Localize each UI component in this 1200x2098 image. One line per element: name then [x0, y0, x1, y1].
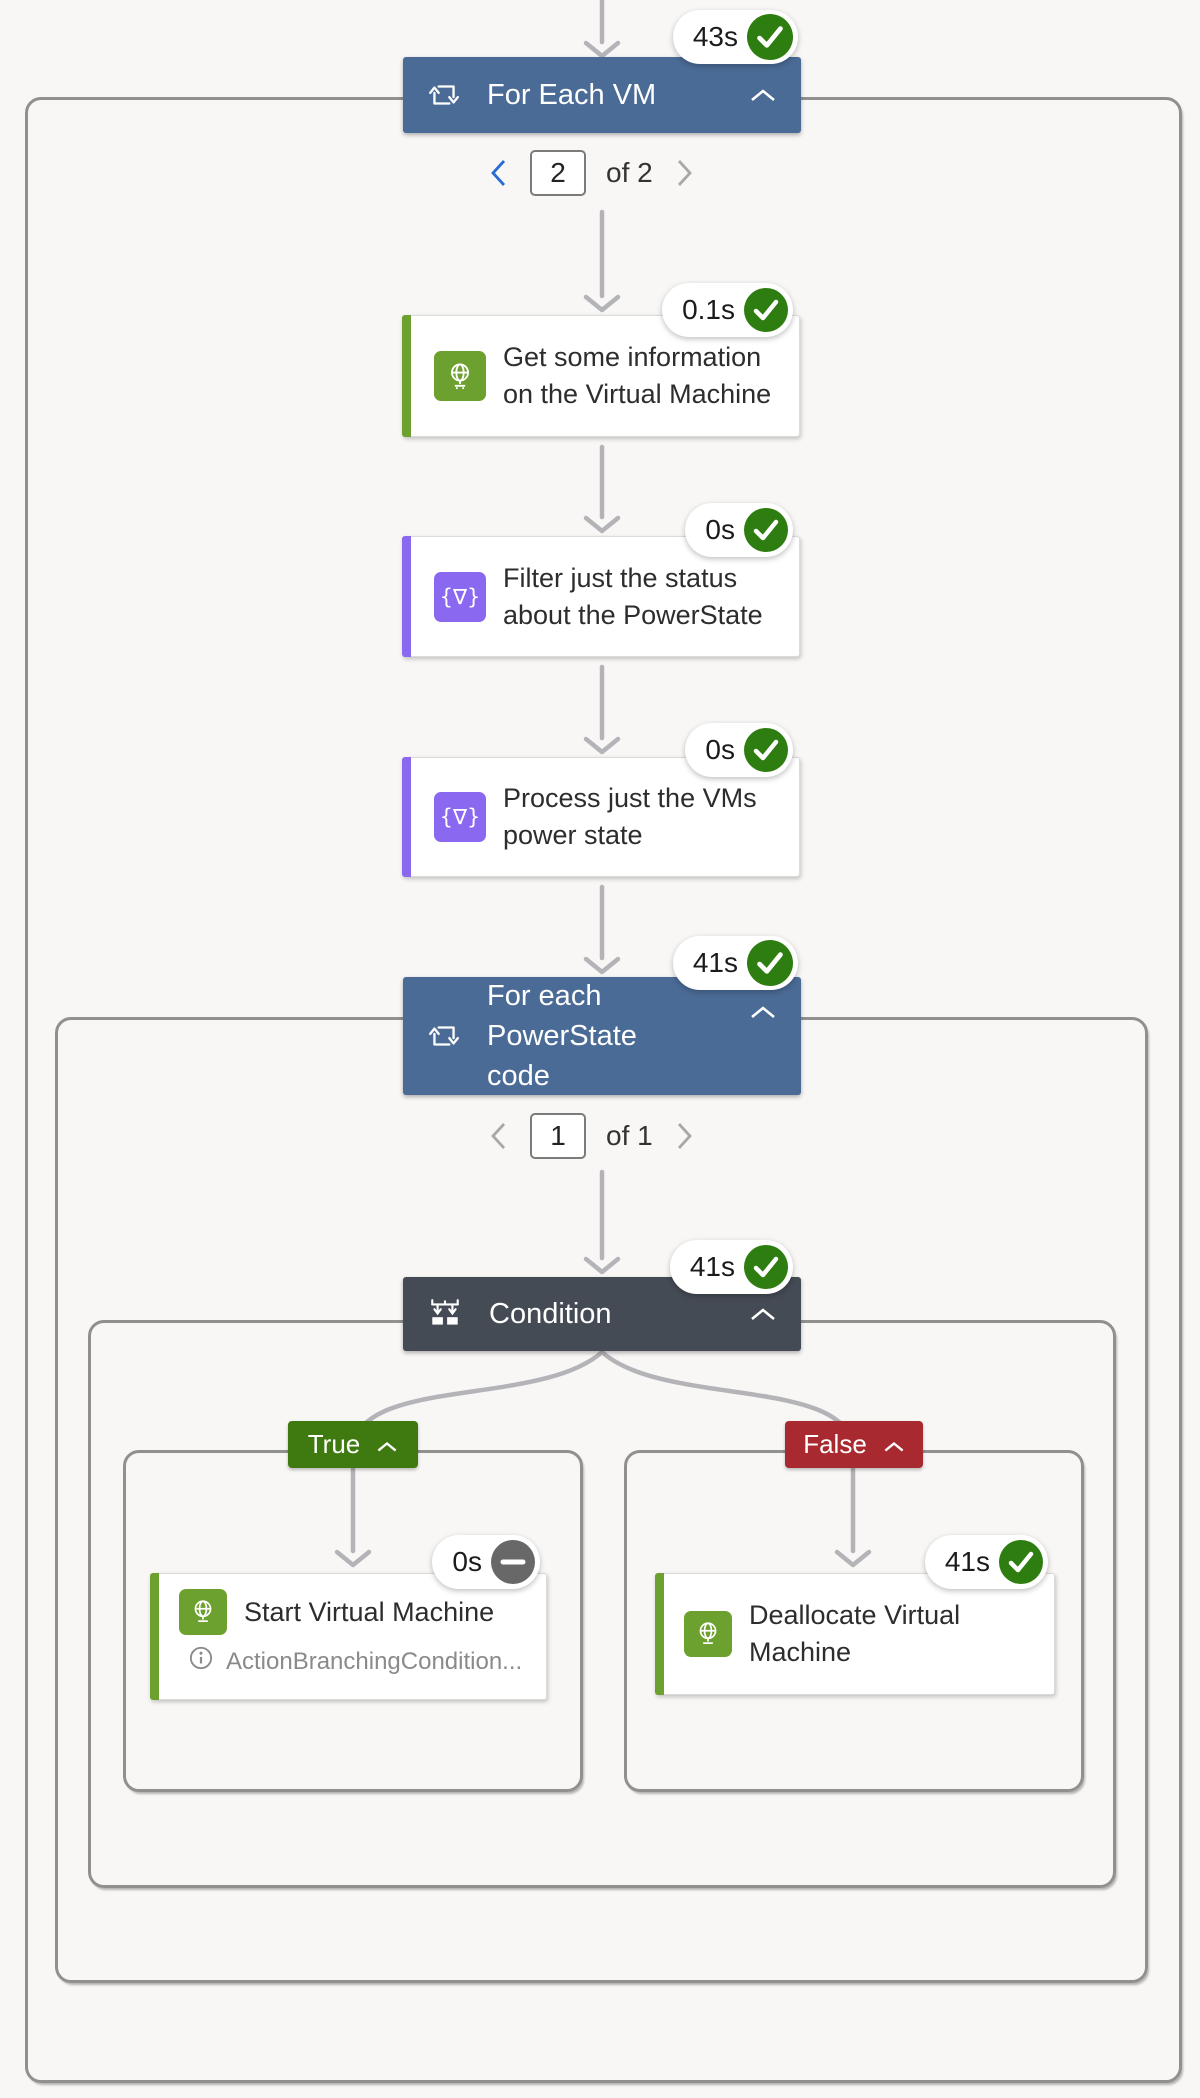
collapse-chevron-up-icon[interactable] [749, 88, 777, 103]
next-page-icon[interactable] [673, 1121, 695, 1151]
collapse-chevron-up-icon[interactable] [883, 1429, 905, 1460]
true-branch-label[interactable]: True [288, 1421, 418, 1468]
previous-page-icon[interactable] [488, 158, 510, 188]
action-card-process-powerstate[interactable]: {∇} Process just the VMs power state [402, 757, 800, 877]
action-card-deallocate-vm[interactable]: Deallocate Virtual Machine [655, 1573, 1055, 1695]
status-succeeded-icon [999, 1540, 1043, 1584]
duration-badge: 0.1s [662, 283, 793, 337]
info-icon [189, 1646, 213, 1677]
action-card-start-vm[interactable]: Start Virtual Machine ActionBranchingCon… [150, 1573, 547, 1700]
scope-title-line2: code [487, 1060, 550, 1092]
collapse-chevron-up-icon[interactable] [749, 1307, 777, 1322]
action-title-line1: Process just the VMs [503, 783, 757, 813]
false-branch-label[interactable]: False [785, 1421, 923, 1468]
duration-text: 0s [705, 734, 735, 765]
status-succeeded-icon [747, 940, 793, 986]
status-succeeded-icon [747, 14, 793, 60]
for-each-loop-icon [427, 1019, 461, 1053]
loop-iteration-input[interactable] [530, 150, 586, 196]
action-title-line1: Get some information [503, 342, 762, 372]
scope-title: For each PowerState code [487, 976, 749, 1096]
duration-text: 41s [689, 1251, 735, 1282]
action-title: Get some information on the Virtual Mach… [503, 339, 771, 413]
action-title-line2: power state [503, 820, 643, 850]
duration-badge: 0s [685, 503, 793, 557]
filter-glyph: {∇} [439, 805, 481, 829]
action-title: Start Virtual Machine [244, 1596, 495, 1627]
scope-title-line1: For each PowerState [487, 980, 637, 1052]
previous-page-icon[interactable] [488, 1121, 510, 1151]
duration-badge: 43s [672, 10, 798, 64]
action-title-line1: Deallocate Virtual [749, 1600, 961, 1630]
for-each-powerstate-header[interactable]: For each PowerState code [403, 977, 801, 1095]
scope-title: Condition [489, 1298, 612, 1330]
http-globe-icon [684, 1611, 732, 1657]
duration-text: 41s [944, 1546, 990, 1577]
card-accent-bar [402, 315, 411, 437]
loop-iteration-input[interactable] [530, 1113, 586, 1159]
duration-text: 41s [692, 947, 738, 978]
duration-text: 0s [452, 1546, 482, 1577]
action-title-line2: Machine [749, 1637, 852, 1667]
card-accent-bar [402, 536, 411, 657]
duration-text: 0s [705, 514, 735, 545]
duration-text: 0.1s [682, 294, 735, 325]
next-page-icon[interactable] [673, 158, 695, 188]
branch-label-text: True [307, 1429, 361, 1459]
filter-glyph: {∇} [439, 584, 481, 609]
loop-pagination: of 2 [488, 150, 695, 196]
branch-label-text: False [803, 1429, 867, 1459]
action-card-filter-status[interactable]: {∇} Filter just the status about the Pow… [402, 536, 800, 657]
condition-branch-icon [427, 1299, 463, 1329]
status-skipped-icon [491, 1540, 535, 1584]
duration-badge: 41s [669, 1240, 793, 1294]
duration-badge: 0s [685, 723, 793, 777]
duration-badge: 41s [924, 1535, 1048, 1589]
action-title: Deallocate Virtual Machine [749, 1597, 960, 1671]
action-title-line2: about the PowerState [503, 599, 763, 630]
page-of-label: of 1 [606, 1120, 653, 1151]
for-each-vm-header[interactable]: For Each VM [403, 57, 801, 133]
duration-badge: 0s [432, 1535, 540, 1589]
action-title-line2: on the Virtual Machine [503, 379, 772, 409]
action-title: Filter just the status about the PowerSt… [503, 560, 763, 634]
http-globe-icon [434, 351, 486, 401]
action-title-line1: Filter just the status [503, 562, 738, 593]
action-note: ActionBranchingCondition... [189, 1646, 546, 1677]
collapse-chevron-up-icon[interactable] [749, 1005, 777, 1020]
duration-badge: 41s [672, 936, 798, 990]
data-operations-icon: {∇} [434, 571, 486, 622]
action-title: Process just the VMs power state [503, 780, 757, 854]
status-succeeded-icon [744, 288, 788, 332]
status-succeeded-icon [744, 508, 788, 552]
status-succeeded-icon [744, 1245, 788, 1289]
loop-pagination: of 1 [488, 1113, 695, 1159]
note-text: ActionBranchingCondition... [226, 1647, 523, 1675]
card-accent-bar [655, 1573, 664, 1695]
for-each-loop-icon [427, 78, 461, 112]
scope-title: For Each VM [487, 79, 657, 111]
card-accent-bar [402, 757, 411, 877]
collapse-chevron-up-icon[interactable] [376, 1429, 398, 1460]
card-accent-bar [150, 1573, 159, 1700]
page-of-label: of 2 [606, 157, 653, 188]
status-succeeded-icon [744, 728, 788, 772]
data-operations-icon: {∇} [434, 792, 486, 842]
duration-text: 43s [692, 21, 738, 52]
http-globe-icon [179, 1589, 227, 1635]
